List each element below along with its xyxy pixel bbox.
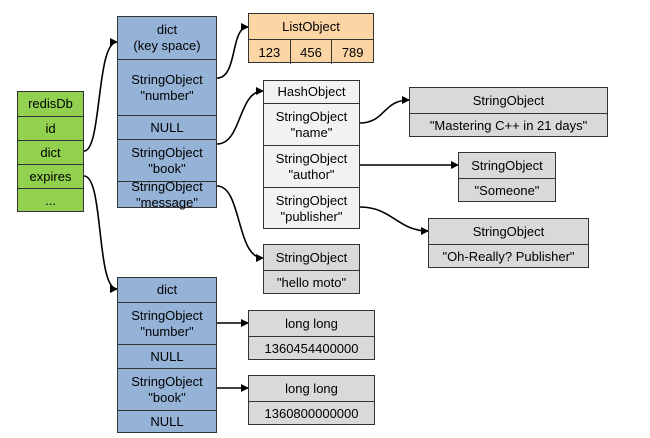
message-value-text: "hello moto" [264,270,359,294]
name-value-object: StringObject "Mastering C++ in 21 days" [409,87,608,137]
expires-dict-title: dict [156,282,178,297]
author-value-object: StringObject "Someone" [458,152,556,202]
publisher-value-object: StringObject "Oh-Really? Publisher" [428,218,589,268]
list-item-1: 123 [258,44,281,60]
publisher-value-title: StringObject [472,223,545,239]
redisdb-struct: redisDb id dict expires ... [17,91,84,212]
keyspace-dict: dict (key space) StringObject "number" N… [117,16,217,210]
number-expire-title: long long [285,315,338,331]
keyspace-entry-number: StringObject "number" [118,59,216,115]
number-expire-value: 1360454400000 [249,336,374,360]
arrow-number-to-listobject [216,23,249,79]
name-value-title: StringObject [472,92,545,108]
arrow-expires-to-expires-dict [83,175,118,293]
redisdb-label: redisDb [28,96,73,111]
arrow-name-to-value [359,96,410,124]
hash-field-author: StringObject "author" [264,145,359,187]
listobject-title: ListObject [282,18,340,34]
expires-entry-number: StringObject "number" [118,302,216,344]
arrow-message-to-hello [216,185,264,262]
author-value-text: "Someone" [459,178,555,202]
expires-entry-null-1: NULL [118,344,216,368]
arrow-book-to-hashobject [216,87,264,145]
arrow-publisher-to-value [359,206,429,235]
expires-dict: dict StringObject "number" NULL StringOb… [117,277,217,433]
name-value-text: "Mastering C++ in 21 days" [410,113,607,137]
expires-entry-book: StringObject "book" [118,368,216,410]
keyspace-entry-book: StringObject "book" [118,139,216,181]
redisdb-field-dict: dict [18,140,83,164]
redisdb-field-expires: expires [18,164,83,188]
message-value-object: StringObject "hello moto" [263,244,360,294]
hash-field-publisher: StringObject "publisher" [264,187,359,229]
list-item-3: 789 [331,40,373,64]
author-value-title: StringObject [471,157,543,173]
arrow-dict-to-keyspace [83,38,118,152]
listobject: ListObject 123 456 789 [248,13,374,64]
book-expire-title: long long [285,380,338,396]
hash-field-name: StringObject "name" [264,103,359,145]
hashobject-title: HashObject [277,84,346,99]
book-expire-object: long long 1360800000000 [248,375,375,425]
redisdb-field-id: id [18,116,83,140]
keyspace-entry-message: StringObject "message" [118,179,216,210]
hashobject: HashObject StringObject "name" StringObj… [263,80,360,229]
redisdb-field-more: ... [18,188,83,212]
expires-entry-null-2: NULL [118,410,216,433]
keyspace-entry-null: NULL [118,115,216,139]
book-expire-value: 1360800000000 [249,401,374,425]
keyspace-title: dict (key space) [133,22,201,53]
publisher-value-text: "Oh-Really? Publisher" [429,244,588,268]
message-value-title: StringObject [275,249,348,265]
list-item-2: 456 [289,40,332,64]
number-expire-object: long long 1360454400000 [248,310,375,360]
